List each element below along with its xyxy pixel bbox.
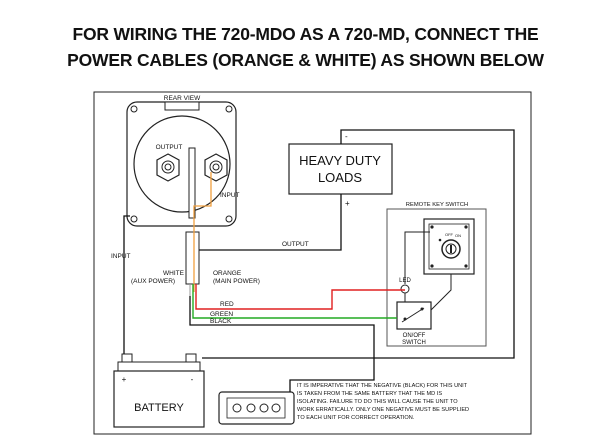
remote-key-switch-box <box>386 208 487 347</box>
loads-minus-label: - <box>345 132 348 141</box>
red-wire <box>195 284 405 310</box>
key-on-label: ON <box>455 233 461 238</box>
battery-plus-label: + <box>122 375 127 384</box>
diagram-frame <box>93 91 532 435</box>
onoff-switch <box>396 301 432 330</box>
battery-minus-label: - <box>191 375 194 384</box>
heavy-duty-loads-box <box>288 143 393 195</box>
key-off-label: OFF <box>445 232 454 237</box>
main-power-label: (MAIN POWER) <box>213 278 260 285</box>
title-line-2: POWER CABLES (ORANGE & WHITE) AS SHOWN B… <box>67 50 544 70</box>
negative-bus-bar <box>218 391 295 425</box>
output-wire <box>199 194 342 251</box>
output-wire-label: OUTPUT <box>282 241 309 248</box>
input-wire-label: INPUT <box>111 253 131 260</box>
key-switch-wire-right <box>430 274 452 311</box>
remote-key-switch-label: REMOTE KEY SWITCH <box>406 202 468 208</box>
onoff-label-1: ON/OFF <box>403 333 426 339</box>
black-label: BLACK <box>210 318 232 325</box>
green-wire <box>192 284 397 319</box>
md-unit-rear-view <box>126 101 237 285</box>
black-wire <box>189 296 375 392</box>
loads-label-2: LOADS <box>318 170 362 185</box>
input-wire <box>123 215 130 354</box>
led-label: LED <box>399 278 411 284</box>
note-line-5: TO EACH UNIT FOR CORRECT OPERATION. <box>297 415 415 421</box>
input-terminal-label: INPUT <box>220 192 240 199</box>
onoff-label-2: SWITCH <box>402 340 426 346</box>
note-line-3: ISOLATING. FAILURE TO DO THIS WILL CAUSE… <box>297 399 458 405</box>
aux-power-label: (AUX POWER) <box>131 278 175 285</box>
led-indicator <box>400 284 410 294</box>
key-switch <box>423 218 475 275</box>
loads-label-1: HEAVY DUTY <box>299 153 381 168</box>
note-line-4: WORK ERRATICALLY. ONLY ONE NEGATIVE MUST… <box>297 407 469 413</box>
white-label: WHITE <box>163 270 185 277</box>
note-line-1: IT IS IMPERATIVE THAT THE NEGATIVE (BLAC… <box>297 383 468 389</box>
rear-view-label: REAR VIEW <box>164 95 201 102</box>
battery <box>113 353 205 428</box>
title-line-1: FOR WIRING THE 720-MDO AS A 720-MD, CONN… <box>72 24 539 44</box>
orange-label: ORANGE <box>213 270 242 277</box>
orange-wire <box>193 172 212 292</box>
key-switch-wire-left <box>404 231 430 284</box>
loads-negative-wire <box>202 129 515 359</box>
note-line-2: IS TAKEN FROM THE SAME BATTERY THAT THE … <box>297 391 442 397</box>
battery-label: BATTERY <box>134 402 184 414</box>
output-terminal-label: OUTPUT <box>156 144 183 151</box>
red-label: RED <box>220 301 234 308</box>
warning-note: IT IS IMPERATIVE THAT THE NEGATIVE (BLAC… <box>297 383 469 421</box>
loads-plus-label: + <box>345 199 350 208</box>
green-label: GREEN <box>210 311 233 318</box>
